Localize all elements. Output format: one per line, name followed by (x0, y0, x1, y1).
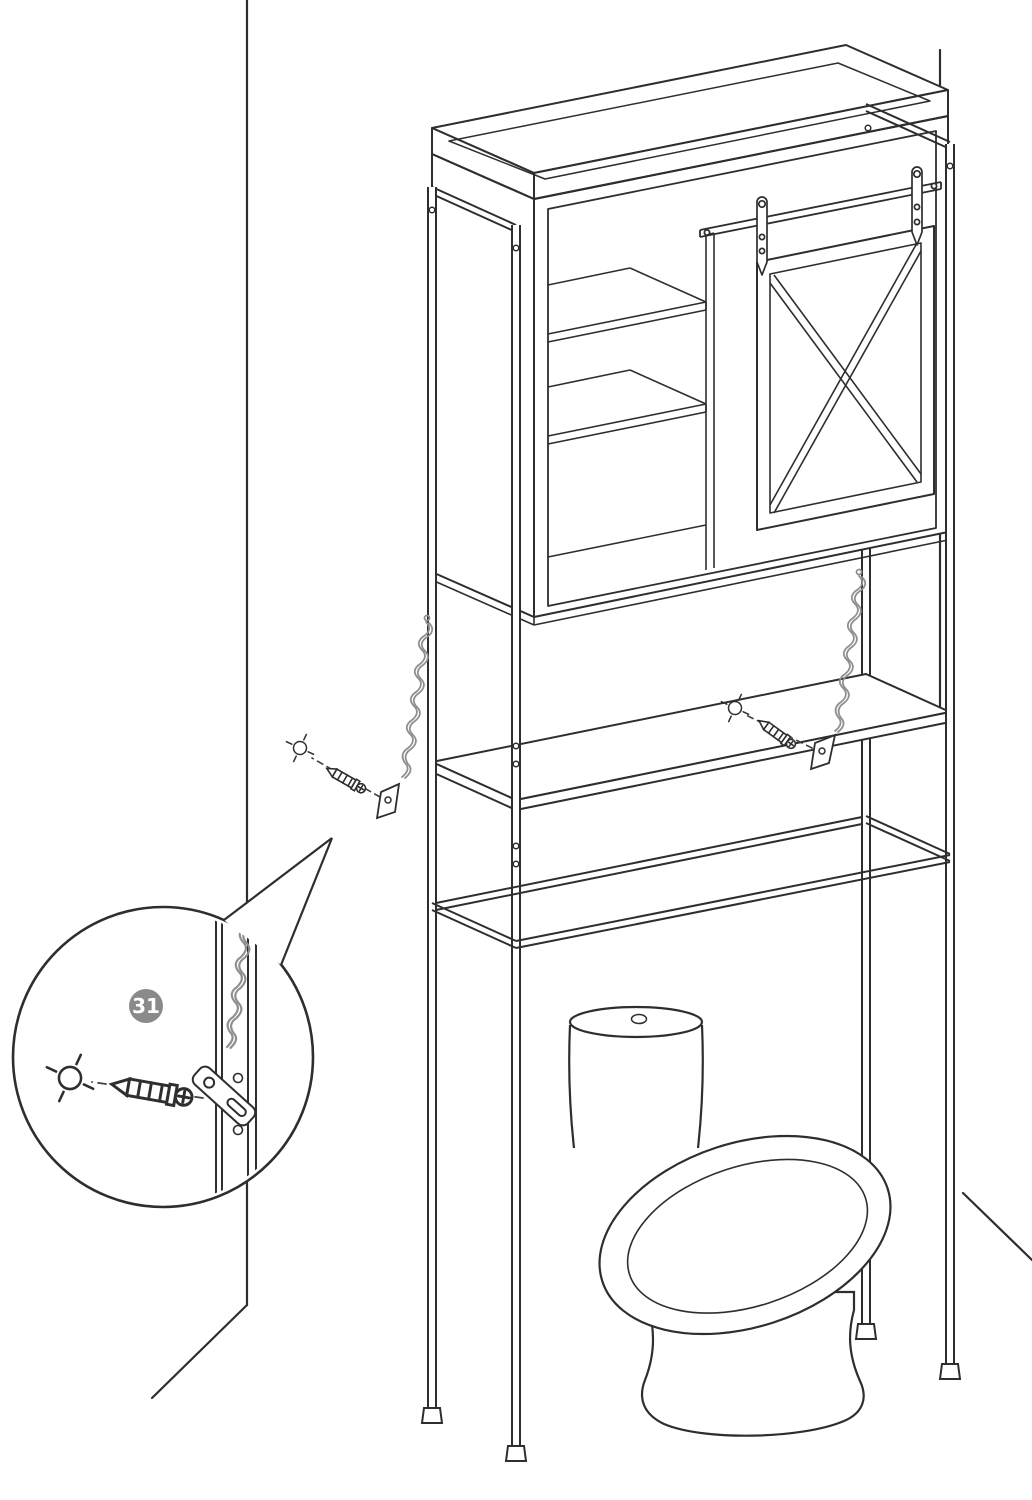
callout-balloon: 31 (11, 837, 334, 1209)
anti-tip-strap-right (720, 568, 867, 771)
step-badge: 31 (129, 989, 163, 1023)
step-badge-number: 31 (132, 994, 160, 1018)
step-badge-circle (129, 989, 163, 1023)
strap-right (834, 568, 867, 733)
callout-tail (224, 838, 332, 965)
anti-tip-strap-left (285, 614, 434, 820)
frame-foot (854, 1323, 878, 1340)
bracket-hole (818, 747, 826, 755)
toilet-tank (568, 1005, 704, 1149)
cabinet-shelf-lower (547, 369, 707, 445)
strap-left (401, 614, 434, 779)
sliding-door-rail (699, 181, 942, 238)
cabinet-left-panel (432, 154, 534, 617)
frame-post-left-front (504, 225, 528, 1462)
frame-foot (938, 1363, 962, 1380)
barn-door (756, 225, 935, 531)
frame-post-left-back (420, 187, 444, 1424)
door-hanger-left (756, 196, 768, 276)
rail-bolt (703, 228, 711, 236)
frame-screw-holes (428, 124, 954, 868)
floor-edge-left (150, 1303, 249, 1400)
bracket-hole (384, 796, 392, 804)
strap-bracket-right (809, 733, 837, 771)
rail-bolt (930, 182, 938, 190)
door-hanger-right (911, 166, 923, 246)
callout-detail (45, 911, 257, 1203)
frame-post-right-front (938, 144, 962, 1380)
upper-cabinet (431, 44, 949, 626)
toilet-seat-inner (626, 1158, 869, 1314)
toilet-bowl-rim (598, 1134, 892, 1336)
flush-button (630, 1013, 648, 1025)
floor-edge-right (961, 1191, 1032, 1262)
frame-top-bar-left (431, 186, 517, 233)
strap-bracket-left (375, 782, 401, 820)
frame-top-bar-right (865, 103, 951, 150)
frame-foot (420, 1407, 444, 1424)
cabinet-top-rim (431, 44, 949, 200)
frame-foot (504, 1445, 528, 1462)
frame-crossbars (431, 815, 951, 949)
barn-door-x-planks (769, 242, 922, 514)
rack-frame (420, 103, 962, 1462)
toilet (568, 1005, 892, 1437)
callout-post (215, 911, 257, 1203)
callout-bracket (191, 1065, 257, 1127)
